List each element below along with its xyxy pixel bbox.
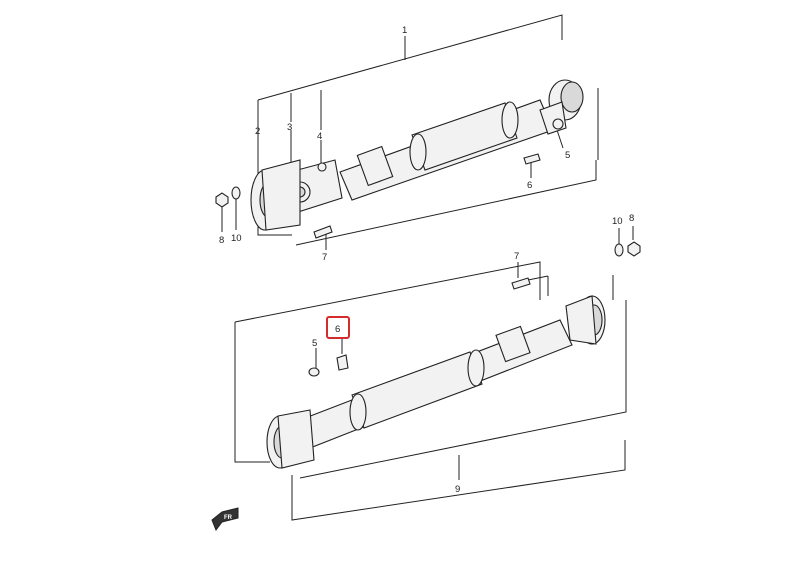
callout-5-upper: 5 (565, 150, 570, 161)
callout-6-upper: 6 (527, 180, 532, 191)
upper-frame-lines (221, 14, 599, 250)
front-arrow-label: FR (224, 515, 233, 521)
callout-7-upper: 7 (322, 252, 327, 263)
callout-8-right: 8 (629, 213, 634, 224)
highlight-box (326, 316, 350, 339)
callout-4: 4 (317, 131, 322, 142)
callout-8-left: 8 (219, 235, 224, 246)
callout-5-lower: 5 (312, 338, 317, 349)
callout-1: 1 (402, 25, 407, 36)
callout-10-left: 10 (231, 233, 242, 244)
front-direction-arrow[interactable]: FR (211, 507, 239, 532)
callout-9: 9 (455, 484, 460, 495)
lower-propeller-shaft (266, 241, 641, 469)
callout-10-right: 10 (612, 216, 623, 227)
lower-frame-lines (234, 226, 634, 521)
callout-2: 2 (255, 126, 260, 137)
upper-propeller-shaft (215, 79, 584, 239)
callout-6-highlighted: 6 (335, 324, 340, 335)
callout-7-middle: 7 (514, 251, 519, 262)
callout-3: 3 (287, 122, 292, 133)
